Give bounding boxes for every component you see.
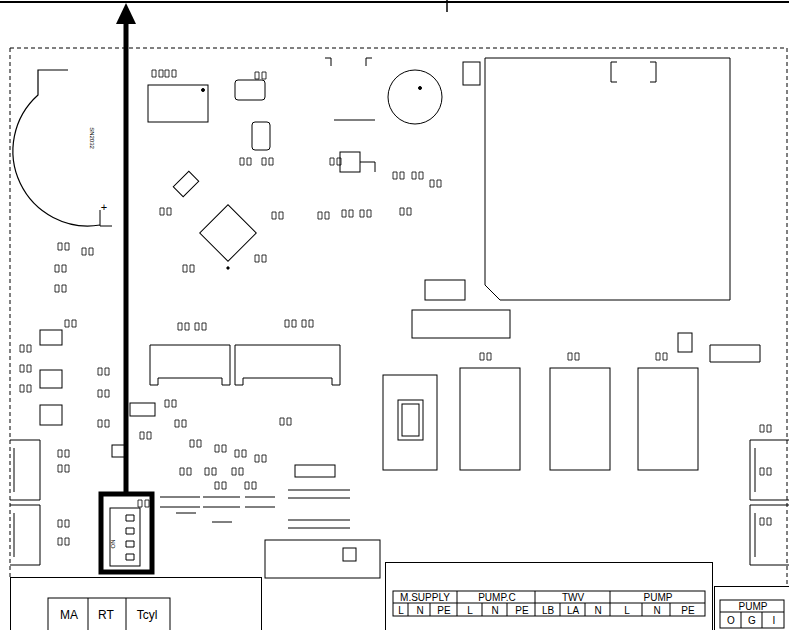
terminal-block: M.SUPPLY L N PE PUMP.C L N PE TWV LB LA N PUMP L N PE [385,562,713,630]
component [325,58,372,66]
chip-dot [227,267,229,269]
battery-holder [13,70,100,226]
housing-edge [446,0,448,12]
terminal-label: O [727,616,735,626]
terminal-label: N [653,606,660,616]
terminal-label: I [773,616,776,626]
terminal-block: MA RT Tcyl [10,577,262,630]
pads [20,70,771,545]
component [678,333,692,352]
dip-switch [110,508,140,566]
arrow-head [116,3,136,24]
terminal-label: N [416,606,423,616]
side-connector [750,440,789,500]
leader-arrow [124,20,129,492]
chip-row [160,497,275,507]
chip-row [288,490,350,528]
component [340,152,360,172]
switch [402,404,419,436]
component [148,85,208,122]
highlight-box [101,494,152,572]
switch-label: ON [110,540,116,549]
component [412,310,510,338]
terminal-label: PUMP [644,593,673,603]
relay [460,368,520,470]
side-connector [10,440,40,500]
side-connector [10,505,40,565]
buzzer-dot [419,87,422,90]
processor-chip [200,205,257,262]
terminal-label: PE [515,606,528,616]
terminal-cells [720,600,784,628]
component [710,345,760,362]
polarity-mark: + [101,202,107,213]
component [235,80,265,100]
chip-marking: SN2032 [89,127,95,149]
relay [638,368,698,470]
terminal-cells [393,591,705,616]
terminal-cells [393,591,705,616]
terminal-label: PE [437,606,450,616]
component [252,122,270,150]
terminal-label: N [491,606,498,616]
terminal-label: RT [98,609,114,621]
switch [383,375,437,470]
side-connector [750,505,789,565]
terminal-label: MA [60,609,78,621]
main-chip [485,58,730,300]
buzzer [388,70,442,124]
housing-edge [0,1,789,3]
component [130,403,155,416]
terminal-label: PUMP.C [478,593,516,603]
terminal-label: PUMP [739,602,768,612]
terminal-label: L [624,606,630,616]
header-connector [150,345,230,385]
chip-row [176,513,232,522]
relay [550,368,610,470]
component [40,405,62,425]
terminal-label: PE [681,606,694,616]
component [463,62,480,85]
component [334,120,375,121]
terminal-cells [720,612,784,628]
terminal-block: PUMP O G I [714,586,789,630]
component [360,162,375,172]
terminal-label: N [594,606,601,616]
component [40,330,62,345]
terminal-cells [88,598,126,630]
component [40,370,62,388]
terminal-label: L [398,606,404,616]
terminal-label: L [467,606,473,616]
component [425,280,465,300]
dip-switch-lever [126,515,134,560]
terminal-label: G [748,616,756,626]
terminal-label: TWV [562,593,584,603]
terminal-label: LA [567,606,579,616]
connector [343,548,356,561]
terminal-label: LB [542,606,554,616]
connector [265,540,380,578]
terminal-cells [48,598,170,630]
component [295,465,335,477]
component-dot [202,89,205,92]
switch [398,400,423,440]
terminal-label: Tcyl [137,609,158,621]
header-connector [235,345,340,385]
terminal-label: M.SUPPLY [400,593,450,603]
component [611,62,656,82]
component [173,171,198,196]
